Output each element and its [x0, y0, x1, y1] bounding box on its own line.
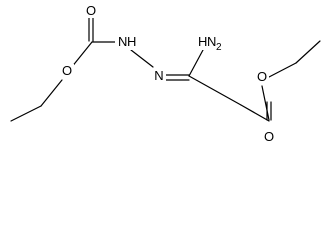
atom-h-amino: H — [198, 34, 207, 49]
atom-n-nh: N — [118, 34, 127, 49]
atom-h-amino-sub: 2 — [216, 42, 222, 53]
atom-o-ester-right: O — [257, 69, 267, 84]
bond-ch2-ch3-right — [295, 40, 321, 64]
bond-oe-ch2 — [40, 79, 63, 107]
atom-o-ester-left: O — [62, 63, 72, 78]
atom-h-nh: H — [127, 34, 136, 49]
atom-o-carbonyl-left: O — [86, 3, 96, 18]
molecule-canvas: O O N H N H N 2 O O — [10, 3, 321, 144]
bond-c-ch2 — [188, 75, 242, 106]
bond-nh-nimine — [130, 49, 154, 68]
bond-c1-oe — [70, 41, 93, 69]
bond-c-nh2 — [188, 49, 204, 77]
structure-diagram: O O N H N H N 2 O O — [10, 3, 321, 144]
bonds — [10, 14, 321, 122]
atoms: O O N H N H N 2 O O — [60, 3, 276, 144]
atom-o-carbonyl-right: O — [264, 129, 274, 144]
atom-n-imine: N — [154, 68, 163, 83]
bond-ch2-c2 — [240, 104, 270, 122]
bond-ch2-ch3 — [10, 105, 42, 122]
atom-n-amino: N — [207, 34, 216, 49]
bond-oe2-ch2 — [268, 62, 297, 78]
bond-c2-oe2 — [261, 85, 270, 121]
